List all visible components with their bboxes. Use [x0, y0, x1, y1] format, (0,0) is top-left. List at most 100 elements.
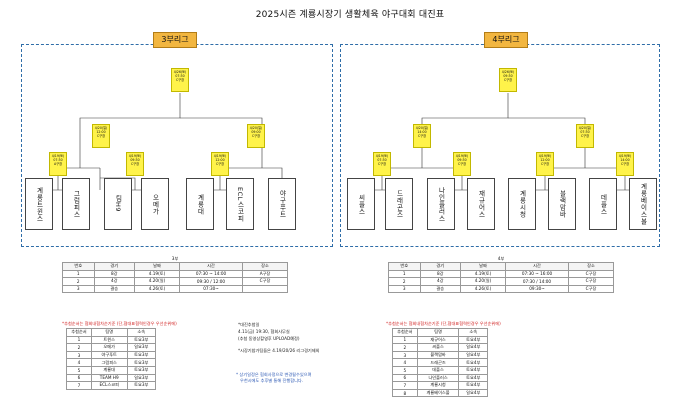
- team-box: 야구푸트: [268, 178, 296, 230]
- col-header: 날짜: [460, 262, 506, 271]
- col-header: 날짜: [134, 262, 180, 271]
- team-box: 계룡대: [186, 178, 214, 230]
- schedule-table-4: 4부 번호 경기 날짜 시간 장소 1 8강 4.19(토) 07:30 ~ 1…: [388, 256, 614, 293]
- match-date: 4/20(일): [578, 126, 592, 130]
- team-name: 블랙맘바: [558, 190, 566, 218]
- cell: 4: [392, 358, 418, 367]
- cell: 1: [66, 335, 92, 345]
- col-header: 경기: [419, 262, 461, 271]
- cell: 결승: [419, 284, 461, 293]
- match-date: 4/19(토): [618, 154, 632, 158]
- match-time: 12:00: [96, 130, 106, 134]
- left-semi-1-box: 4/20(일) 12:00 C구장: [92, 124, 110, 148]
- cell: 5: [66, 365, 92, 375]
- col-header: 시간: [505, 262, 569, 271]
- right-qf-3-box: 4/19(토) 12:00 C구장: [536, 152, 554, 176]
- team-name: 팀H9: [114, 195, 122, 213]
- table-row: 1 8강 4.19(토) 07:30 ~ 14:00 A구장: [62, 269, 288, 278]
- match-time: 09:30: [130, 158, 140, 162]
- cell: 3: [66, 350, 92, 360]
- cell: 7: [66, 381, 92, 390]
- match-time: 12:00: [540, 158, 550, 162]
- col-header: 장소: [568, 262, 614, 271]
- cell: ECL스코피: [90, 381, 128, 390]
- team-box: 오메가: [141, 178, 169, 230]
- team-name: 계룡베이스볼: [639, 183, 647, 225]
- team-name: 씨플스: [357, 193, 365, 215]
- team-box: 계룡시청: [508, 178, 536, 230]
- match-date: 4/19(토): [455, 154, 469, 158]
- match-field: C구장: [215, 162, 225, 166]
- match-time: 14:00: [417, 130, 427, 134]
- cell: 일요4부: [458, 350, 488, 360]
- match-date: 4/19(토): [538, 154, 552, 158]
- col-header: 팀명: [90, 328, 128, 337]
- team-box: 나인플러스: [427, 178, 455, 230]
- right-qf-1-box: 4/19(토) 07:30 C구장: [373, 152, 391, 176]
- left-semi-2-box: 4/20(일) 09:00 C구장: [247, 124, 265, 148]
- match-field: C구장: [130, 162, 140, 166]
- left-qf-1-box: 4/19(토) 07:30 A구장: [49, 152, 67, 176]
- cell: C구장: [568, 284, 614, 293]
- cell: 재규어스: [416, 335, 460, 345]
- schedule-table-3: 3부 번호 경기 날짜 시간 장소 1 8강 4.19(토) 07:30 ~ 1…: [62, 256, 288, 293]
- team-name: 드래곤즈: [395, 190, 403, 218]
- cell: 토요3부: [126, 365, 156, 375]
- col-header: 추첨순서: [392, 328, 418, 337]
- cell: 4: [66, 358, 92, 367]
- cell: C구장: [568, 277, 614, 286]
- draw-title: *대진추첨일: [238, 322, 260, 327]
- cell: 4강: [419, 277, 461, 286]
- schedule-change-note: * 상기일정은 협회사정으로 변경될수있으며 우천시에도 추후별 통해 진행합니…: [236, 372, 376, 384]
- cell: 09:30~: [505, 284, 569, 293]
- match-date: 4/19(토): [213, 154, 227, 158]
- cell: 나인플러스: [416, 373, 460, 383]
- team-box: 씨플스: [347, 178, 375, 230]
- cell: [242, 284, 288, 293]
- cell: 6: [392, 373, 418, 383]
- match-field: C구장: [175, 78, 185, 82]
- match-time: 07:30: [53, 158, 63, 162]
- team-name: 계룡대: [196, 193, 204, 215]
- table-row: 3 결승 4.26(토) 09:30~ C구장: [388, 284, 614, 293]
- cell: 계룡대: [90, 365, 128, 375]
- match-field: C구장: [251, 134, 261, 138]
- cell: 6: [66, 373, 92, 383]
- cell: 4.20(일): [134, 277, 180, 286]
- cell: 토요3부: [126, 350, 156, 360]
- col-header: 소속: [458, 328, 488, 337]
- cell: 4.26(토): [460, 284, 506, 293]
- cell: 야구푸트: [90, 350, 128, 360]
- cell: 오메가: [90, 343, 128, 352]
- page-title: 2025시즌 계룡시장기 생활체육 야구대회 대진표: [255, 10, 445, 20]
- cell: 8강: [419, 269, 461, 278]
- team-box: 드래곤즈: [385, 178, 413, 230]
- cell: 토요4부: [458, 373, 488, 383]
- cell: 3: [388, 284, 421, 293]
- table-row: 2 4강 4.20(일) 07:30 / 14:00 C구장: [388, 277, 614, 286]
- team-name: 재규어스: [477, 190, 485, 218]
- match-field: C구장: [417, 134, 427, 138]
- team-name: 데플스: [599, 193, 607, 215]
- match-field: C구장: [96, 134, 106, 138]
- team-name: 그럼피스: [72, 190, 80, 218]
- cell: 3: [62, 284, 95, 293]
- col-header: 추첨순서: [66, 328, 92, 337]
- cell: 4.19(토): [134, 269, 180, 278]
- table-row: 1 8강 4.19(토) 07:30 ~ 16:00 C구장: [388, 269, 614, 278]
- cell: 07:30 ~ 14:00: [179, 269, 243, 278]
- cell: 2: [66, 343, 92, 352]
- cell: C구장: [242, 277, 288, 286]
- cell: 1: [62, 269, 95, 278]
- cell: 1: [388, 269, 421, 278]
- match-time: 09:00: [251, 130, 261, 134]
- cell: 계룡베이스볼: [416, 388, 460, 398]
- cell: 일요3부: [126, 373, 156, 383]
- col-header: 시간: [179, 262, 243, 271]
